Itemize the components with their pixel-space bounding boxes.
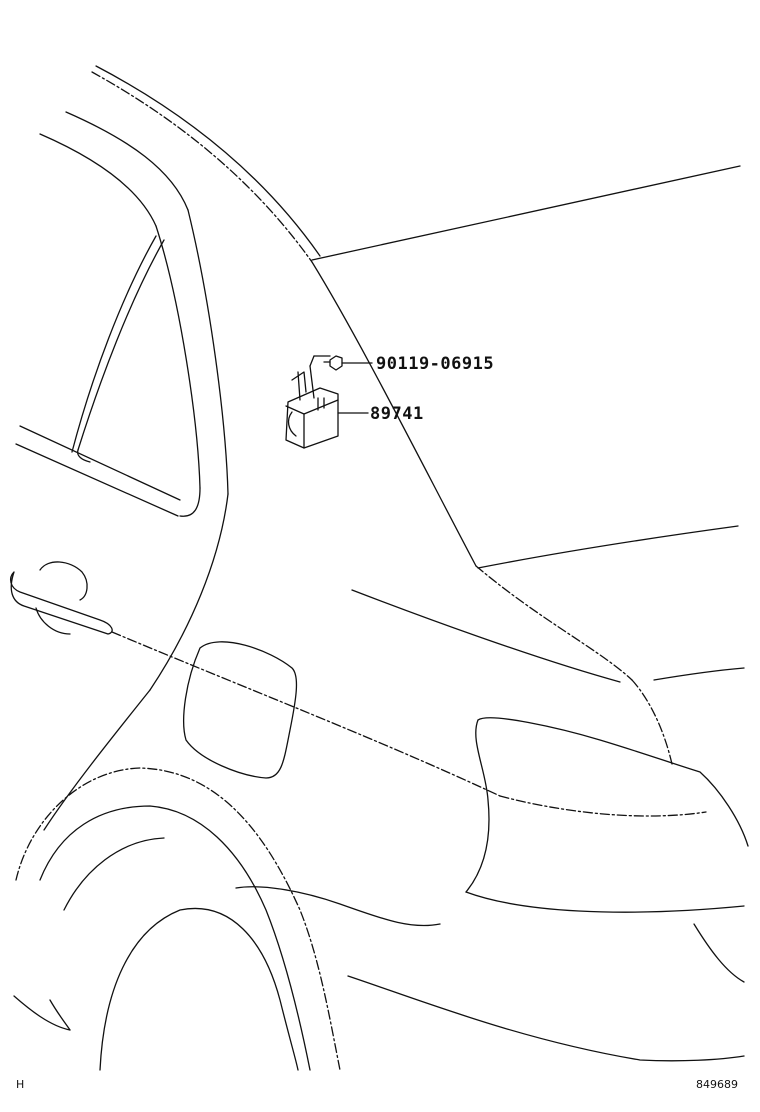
module-assembly: [285, 355, 339, 449]
door-handle: [9, 561, 113, 635]
roof-edge-lines: [91, 65, 633, 681]
fuel-door: [183, 641, 298, 779]
body-character-lines: [111, 589, 745, 797]
wheel-arch: [13, 767, 745, 1071]
rear-lamp-lines: [465, 717, 749, 983]
callout-part-number-module: 89741: [370, 404, 424, 424]
footer-drawing-number: 849689: [696, 1078, 738, 1091]
footer-left-mark: H: [16, 1078, 25, 1091]
bolt-icon: [323, 355, 343, 371]
door-frame-lines: [15, 111, 229, 831]
rear-window-lines: [311, 165, 741, 569]
callout-part-number-bolt: 90119-06915: [376, 354, 495, 374]
